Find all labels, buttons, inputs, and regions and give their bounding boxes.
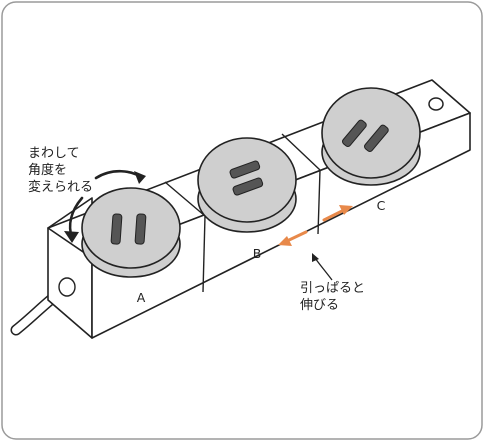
outlet-slot [134, 213, 147, 245]
cord-boot [58, 277, 76, 297]
segment-seam [202, 215, 206, 293]
rotate-arrow-icon [64, 169, 146, 243]
outlet-slot [364, 124, 389, 152]
rotate-annotation-line3: 変えられる [28, 179, 93, 195]
hanging-hole-icon [428, 97, 444, 111]
extend-annotation-line1: 引っぱると [300, 281, 365, 296]
outlet-a [81, 187, 181, 278]
outlet-b [197, 137, 297, 233]
extend-annotation-line2: 伸びる [300, 298, 339, 313]
outlet-label-a: A [137, 290, 146, 305]
rotate-annotation-line2: 角度を [28, 162, 67, 178]
rotate-annotation-line1: まわして [28, 146, 80, 161]
outlet-slot [232, 177, 264, 196]
extend-arrow-icon [278, 205, 353, 246]
segment-seam [164, 181, 206, 217]
pointer-arrow-icon [312, 253, 333, 281]
outlet-slot [110, 213, 123, 245]
outlet-label-c: C [377, 198, 386, 213]
segment-seam [281, 133, 321, 171]
outlet-slot [342, 119, 367, 147]
outlet-c [321, 87, 421, 186]
outlet-slot [229, 160, 261, 179]
segment-seam [317, 169, 321, 235]
outlet-label-b: B [253, 246, 262, 261]
